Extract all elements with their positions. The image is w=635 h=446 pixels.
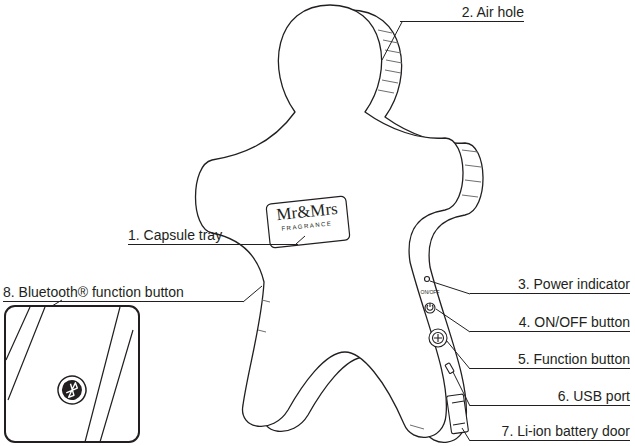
function-button xyxy=(429,329,447,347)
callout-label: 2. Air hole xyxy=(400,4,524,22)
capsule-tray xyxy=(266,196,350,248)
label-text: 2. Air hole xyxy=(462,4,524,20)
label-text: 4. ON/OFF button xyxy=(519,314,630,330)
callout-label: 4. ON/OFF button xyxy=(470,314,630,332)
diffuser-body-front xyxy=(196,5,464,437)
callout-label: 6. USB port xyxy=(470,388,630,406)
bluetooth-inset xyxy=(5,300,139,442)
on-off-button xyxy=(425,303,435,313)
callout-label: 7. Li-ion battery door xyxy=(470,423,630,441)
air-hole-grille xyxy=(258,30,481,429)
callout-label: 1. Capsule tray xyxy=(128,227,298,245)
leader-lines xyxy=(243,22,470,441)
button-marking: ON/OFF xyxy=(410,288,450,296)
callout-label: 3. Power indicator xyxy=(470,276,630,294)
label-text: 1. Capsule tray xyxy=(128,227,222,243)
label-text: 6. USB port xyxy=(558,388,630,404)
callout-label: 8. Bluetooth® function button xyxy=(3,284,243,302)
callout-label: 5. Function button xyxy=(470,351,630,369)
side-controls xyxy=(425,277,469,434)
label-text: 8. Bluetooth® function button xyxy=(3,284,184,300)
label-text: 5. Function button xyxy=(518,351,630,367)
label-text: 7. Li-ion battery door xyxy=(502,423,630,439)
label-text: 3. Power indicator xyxy=(518,276,630,292)
battery-door xyxy=(446,394,468,434)
label-text: ON/OFF xyxy=(421,289,440,295)
power-indicator xyxy=(425,277,430,282)
